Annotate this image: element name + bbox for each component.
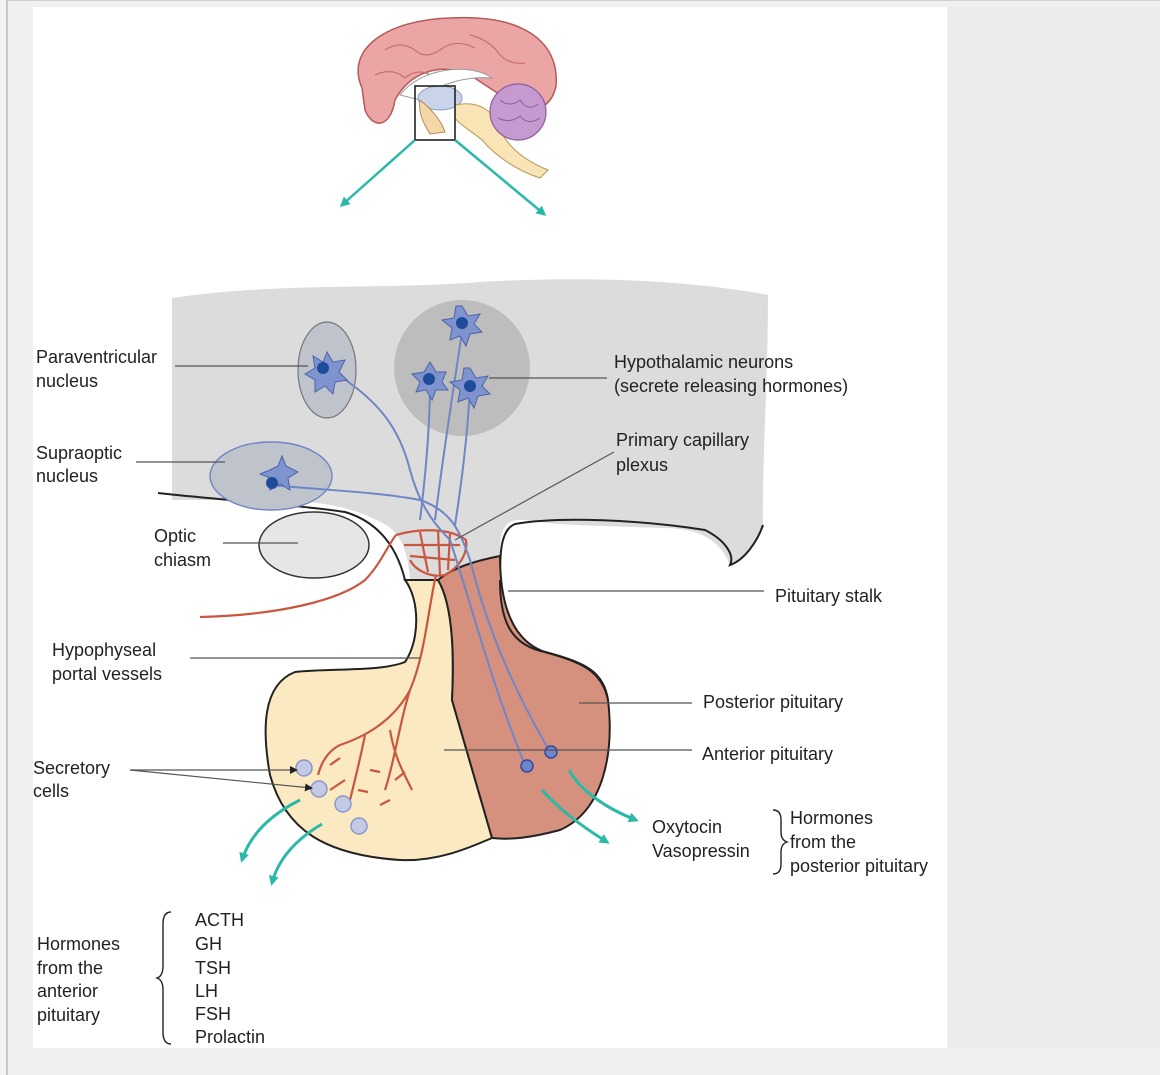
label-hypophyseal-portal-vessels: Hypophyseal portal vessels bbox=[52, 640, 162, 684]
axon-terminal-1 bbox=[521, 760, 533, 772]
label-posterior-hormones-group: Hormones from the posterior pituitary bbox=[790, 808, 928, 876]
label-secretory-cells: Secretory cells bbox=[33, 758, 115, 801]
optic-chiasm bbox=[259, 512, 369, 578]
cerebellum bbox=[490, 84, 546, 140]
label-paraventricular-nucleus: Paraventricular nucleus bbox=[36, 347, 162, 391]
label-posterior-pituitary: Posterior pituitary bbox=[703, 692, 843, 712]
label-optic-chiasm: Optic chiasm bbox=[154, 526, 211, 570]
label-anterior-hormones-list: ACTH GH TSH LH FSH Prolactin bbox=[195, 910, 265, 1047]
label-anterior-hormones-group: Hormones from the anterior pituitary bbox=[37, 934, 125, 1025]
label-anterior-pituitary: Anterior pituitary bbox=[702, 744, 833, 764]
label-pituitary-stalk: Pituitary stalk bbox=[775, 586, 883, 606]
zoom-arrow-left bbox=[342, 140, 415, 205]
posterior-brace bbox=[773, 810, 787, 874]
label-supraoptic-nucleus: Supraoptic nucleus bbox=[36, 443, 127, 486]
anterior-brace bbox=[157, 912, 171, 1044]
brain-inset bbox=[342, 18, 556, 214]
label-posterior-hormones: Oxytocin Vasopressin bbox=[652, 817, 750, 861]
axon-terminal-2 bbox=[545, 746, 557, 758]
